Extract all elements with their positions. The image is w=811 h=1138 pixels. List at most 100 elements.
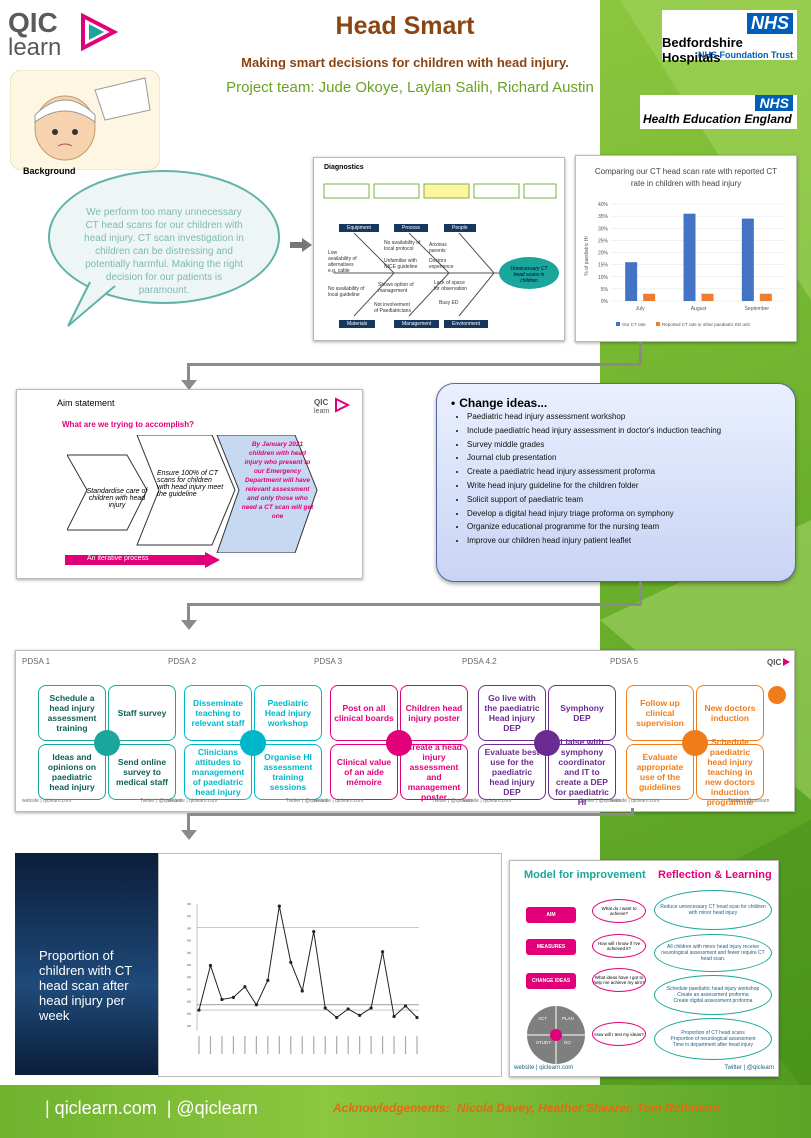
pdsa-card: Go live with the paediatric Head injury …	[478, 685, 546, 741]
fishbone-cause: No availability of local guideline	[328, 286, 365, 298]
list-item: Include paediatric head injury assessmen…	[467, 426, 721, 435]
nhs-trust-logo: NHS Bedfordshire Hospitals NHS Foundatio…	[662, 10, 797, 65]
fishbone-cause: No availability of local protocol	[384, 240, 421, 252]
diagnostics-panel: Diagnostics Equipment Process People Mat…	[313, 157, 565, 341]
pdsa-card: Staff survey	[108, 685, 176, 741]
y-tick	[187, 1012, 191, 1015]
data-point	[403, 1004, 408, 1008]
cycle-act: ACT	[538, 1016, 547, 1021]
data-point	[277, 904, 281, 908]
pdsa-center-circle	[534, 730, 560, 756]
svg-text:learn: learn	[314, 408, 330, 415]
y-tick-label: 0%	[601, 299, 609, 305]
pdsa-website: website | qiclearn.com	[610, 798, 660, 804]
model-answer: Proportion of CT head scans Proportion o…	[654, 1018, 772, 1060]
trust-sub: NHS Foundation Trust	[698, 50, 793, 60]
model-title: Model for improvement	[524, 869, 646, 881]
bar	[683, 213, 696, 301]
y-tick-label: 35%	[598, 214, 609, 220]
pdsa-card: Post on all clinical boards	[330, 685, 398, 741]
cycle-study: STUDY	[536, 1040, 552, 1045]
model-question: What do I want to achieve?	[592, 899, 646, 923]
qic-learn-small-logo: QIC learn	[314, 397, 351, 415]
model-question: What ideas have I got to help me achieve…	[592, 968, 646, 992]
model-answer: Schedule paediatric head injury workshop…	[654, 975, 772, 1015]
list-item: Improve our children head injury patient…	[467, 536, 721, 545]
arrow-right-icon	[290, 238, 312, 252]
cycle-do: DO	[564, 1040, 571, 1045]
pdsa-card: Symphony DEP	[548, 685, 616, 741]
acknowledgements: Acknowledgements: Nicola Davey, Heather …	[333, 1101, 720, 1115]
pdsa-card: Schedule a head injury assessment traini…	[38, 685, 106, 741]
trust-name: Bedfordshire Hospitals	[662, 35, 743, 65]
data-point	[254, 1003, 258, 1007]
data-point	[369, 1006, 373, 1010]
connector	[188, 603, 641, 606]
ct-bar-chart: 0%5%10%15%20%25%30%35%40%% of paediatric…	[584, 202, 786, 327]
list-item: Create a paediatric head injury assessme…	[467, 467, 721, 476]
pdsa-card: Send online survey to medical staff	[108, 744, 176, 800]
y-tick	[187, 964, 191, 966]
pdsa-card: Ideas and opinions on paediatric head in…	[38, 744, 106, 800]
bar	[643, 293, 656, 301]
background-label: Background	[23, 166, 76, 176]
pdsa-center-circle	[240, 730, 266, 756]
data-point	[208, 963, 213, 968]
list-item: Develop a digital head injury triage pro…	[467, 509, 721, 518]
footer-links[interactable]: | qiclearn.com | @qiclearn	[45, 1098, 258, 1118]
legend-swatch	[616, 322, 620, 326]
pdsa-card: Disseminate teaching to relevant staff	[184, 685, 252, 741]
page-title: Head Smart	[335, 12, 475, 40]
footer-band	[0, 1085, 811, 1138]
model-answer: All children with minor head injury rece…	[654, 934, 772, 972]
qic-learn-logo: QIC learn	[8, 9, 118, 60]
arrow-down-icon	[181, 380, 197, 390]
bar	[741, 218, 754, 301]
pdsa-badge-icon	[768, 686, 786, 704]
pdsa-website: website | qiclearn.com	[168, 798, 218, 804]
data-point	[197, 1008, 201, 1012]
y-tick-label: 20%	[598, 251, 609, 257]
fishbone-category: Equipment	[339, 224, 379, 232]
aim-button: AIM	[526, 907, 576, 923]
chart-title: Comparing our CT head scan rate with rep…	[594, 167, 778, 188]
y-tick-label: 25%	[598, 238, 609, 244]
fishbone-cause: Low availability of alternatives e.g. ca…	[328, 250, 357, 274]
bar	[701, 293, 714, 301]
data-point	[220, 997, 224, 1002]
data-point	[415, 1015, 419, 1020]
svg-text:QIC: QIC	[314, 398, 328, 407]
pdsa-card: Clinicians attitudes to management of pa…	[184, 744, 252, 800]
pdsa-cycle-wheel	[527, 1006, 585, 1064]
pdsa-twitter: Twitter | @qiclearn	[140, 798, 182, 804]
ack-names: Nicola Davey, Heather Shearer, Tom Rolli…	[457, 1101, 720, 1115]
change-ideas-panel: •Change ideas... Paediatric head injury …	[436, 383, 796, 582]
run-line	[198, 906, 418, 1019]
nhs-badge: NHS	[746, 13, 793, 34]
change-ideas-heading: •Change ideas...	[451, 396, 548, 410]
y-tick	[187, 951, 191, 954]
list-item: Organize educational programme for the n…	[467, 522, 721, 531]
aim-heading: Aim statement	[57, 398, 115, 408]
list-item: Survey middle grades	[467, 440, 721, 449]
x-tick-label: August	[691, 306, 707, 312]
list-item: Write head injury guideline for the chil…	[467, 481, 721, 490]
play-icon	[81, 12, 118, 52]
data-point	[392, 1014, 396, 1019]
bar	[759, 293, 772, 301]
pdsa-card: New doctors induction	[696, 685, 764, 741]
process-flow	[323, 183, 557, 199]
subtitle: Making smart decisions for children with…	[241, 55, 569, 70]
list-item: Solicit support of paediatric team	[467, 495, 721, 504]
connector	[639, 342, 642, 365]
iterative-arrow	[65, 552, 220, 568]
y-tick	[187, 976, 191, 979]
pdsa-label: PDSA 1	[22, 657, 51, 666]
pdsa-twitter: Twitter | @qiclearn	[432, 798, 474, 804]
legend-label: Reported CT rate in other paediatric ED …	[662, 322, 750, 327]
fishbone-cause: Busy ED	[439, 300, 459, 306]
x-tick-label: September	[745, 306, 770, 312]
y-tick	[187, 903, 191, 905]
model-question: How will I test my ideas?	[592, 1022, 646, 1046]
pdsa-center-circle	[682, 730, 708, 756]
